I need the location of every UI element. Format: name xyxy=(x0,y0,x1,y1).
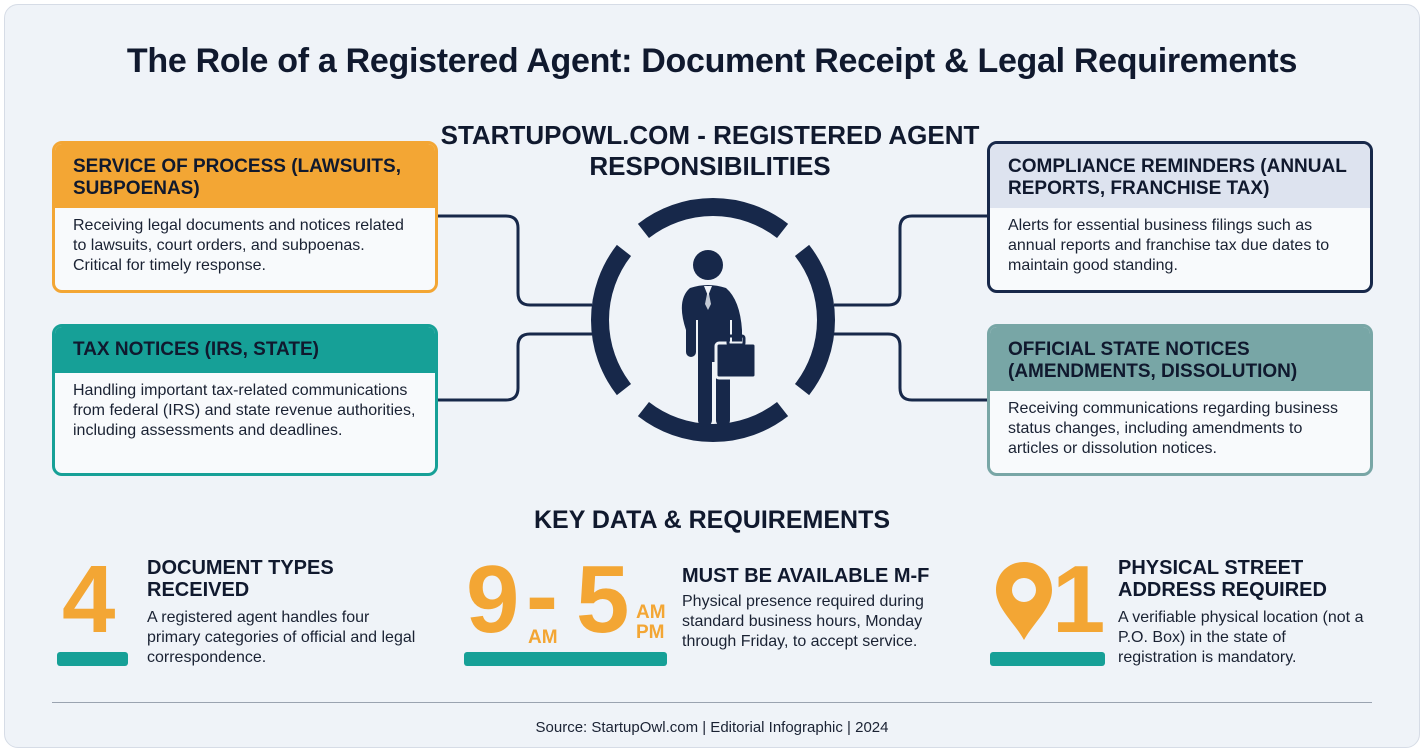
source-footer: Source: StartupOwl.com | Editorial Infog… xyxy=(535,719,889,736)
stat-body: A registered agent handles four primary … xyxy=(147,609,416,666)
stat-body: Physical presence required during standa… xyxy=(682,593,924,650)
card-body: Receiving communications regarding busin… xyxy=(1008,400,1338,457)
stat-heading: PHYSICAL STREET ADDRESS REQUIRED xyxy=(1118,557,1327,601)
stat-start-unit: AM xyxy=(528,627,558,648)
ring-segment xyxy=(637,198,789,239)
card-heading: SERVICE OF PROCESS (LAWSUITS, SUBPOENAS) xyxy=(55,144,435,208)
stat-accent-bar xyxy=(464,652,667,666)
page-title: The Role of a Registered Agent: Document… xyxy=(126,42,1298,80)
card-body: Receiving legal documents and notices re… xyxy=(73,217,404,274)
stat-end-unit-bottom: PM xyxy=(636,622,665,643)
stat-value: 1 xyxy=(1052,546,1106,653)
card-heading: TAX NOTICES (IRS, STATE) xyxy=(55,327,435,373)
stat-body: A verifiable physical location (not a P.… xyxy=(1118,609,1364,666)
ring-segment xyxy=(794,244,835,396)
stat-dash: - xyxy=(526,542,558,649)
connector-line xyxy=(834,214,988,307)
card-tax-notices: TAX NOTICES (IRS, STATE) Handling import… xyxy=(52,324,438,476)
connector-line xyxy=(438,214,592,307)
stat-heading: MUST BE AVAILABLE M-F xyxy=(682,565,930,587)
card-body: Alerts for essential business filings su… xyxy=(1008,217,1330,274)
card-heading: COMPLIANCE REMINDERS (ANNUAL REPORTS, FR… xyxy=(990,144,1370,208)
connector-line xyxy=(834,332,988,402)
card-official-state-notices: OFFICIAL STATE NOTICES (AMENDMENTS, DISS… xyxy=(987,324,1373,476)
stat-accent-bar xyxy=(57,652,128,666)
ring-segment xyxy=(591,244,632,396)
businessman-with-briefcase-icon xyxy=(681,250,758,427)
footer-divider xyxy=(52,702,1372,703)
card-heading: OFFICIAL STATE NOTICES (AMENDMENTS, DISS… xyxy=(990,327,1370,391)
connector-line xyxy=(438,332,592,402)
stat-heading: DOCUMENT TYPES RECEIVED xyxy=(147,557,334,601)
stat-accent-bar xyxy=(990,652,1105,666)
stat-end-unit-top: AM xyxy=(636,602,666,623)
key-data-heading: KEY DATA & REQUIREMENTS xyxy=(533,506,891,534)
card-service-of-process: SERVICE OF PROCESS (LAWSUITS, SUBPOENAS)… xyxy=(52,141,438,293)
card-compliance-reminders: COMPLIANCE REMINDERS (ANNUAL REPORTS, FR… xyxy=(987,141,1373,293)
segmented-ring xyxy=(591,198,835,442)
card-body: Handling important tax-related communica… xyxy=(73,382,416,439)
stat-value-end: 5 xyxy=(576,546,630,653)
ring-segment xyxy=(637,401,789,442)
stat-value: 4 xyxy=(62,546,116,653)
subtitle: STARTUPOWL.COM - REGISTERED AGENT RESPON… xyxy=(440,120,980,181)
stat-value-start: 9 xyxy=(466,546,520,653)
map-pin-icon xyxy=(996,562,1052,640)
connector-diagram xyxy=(438,198,988,442)
